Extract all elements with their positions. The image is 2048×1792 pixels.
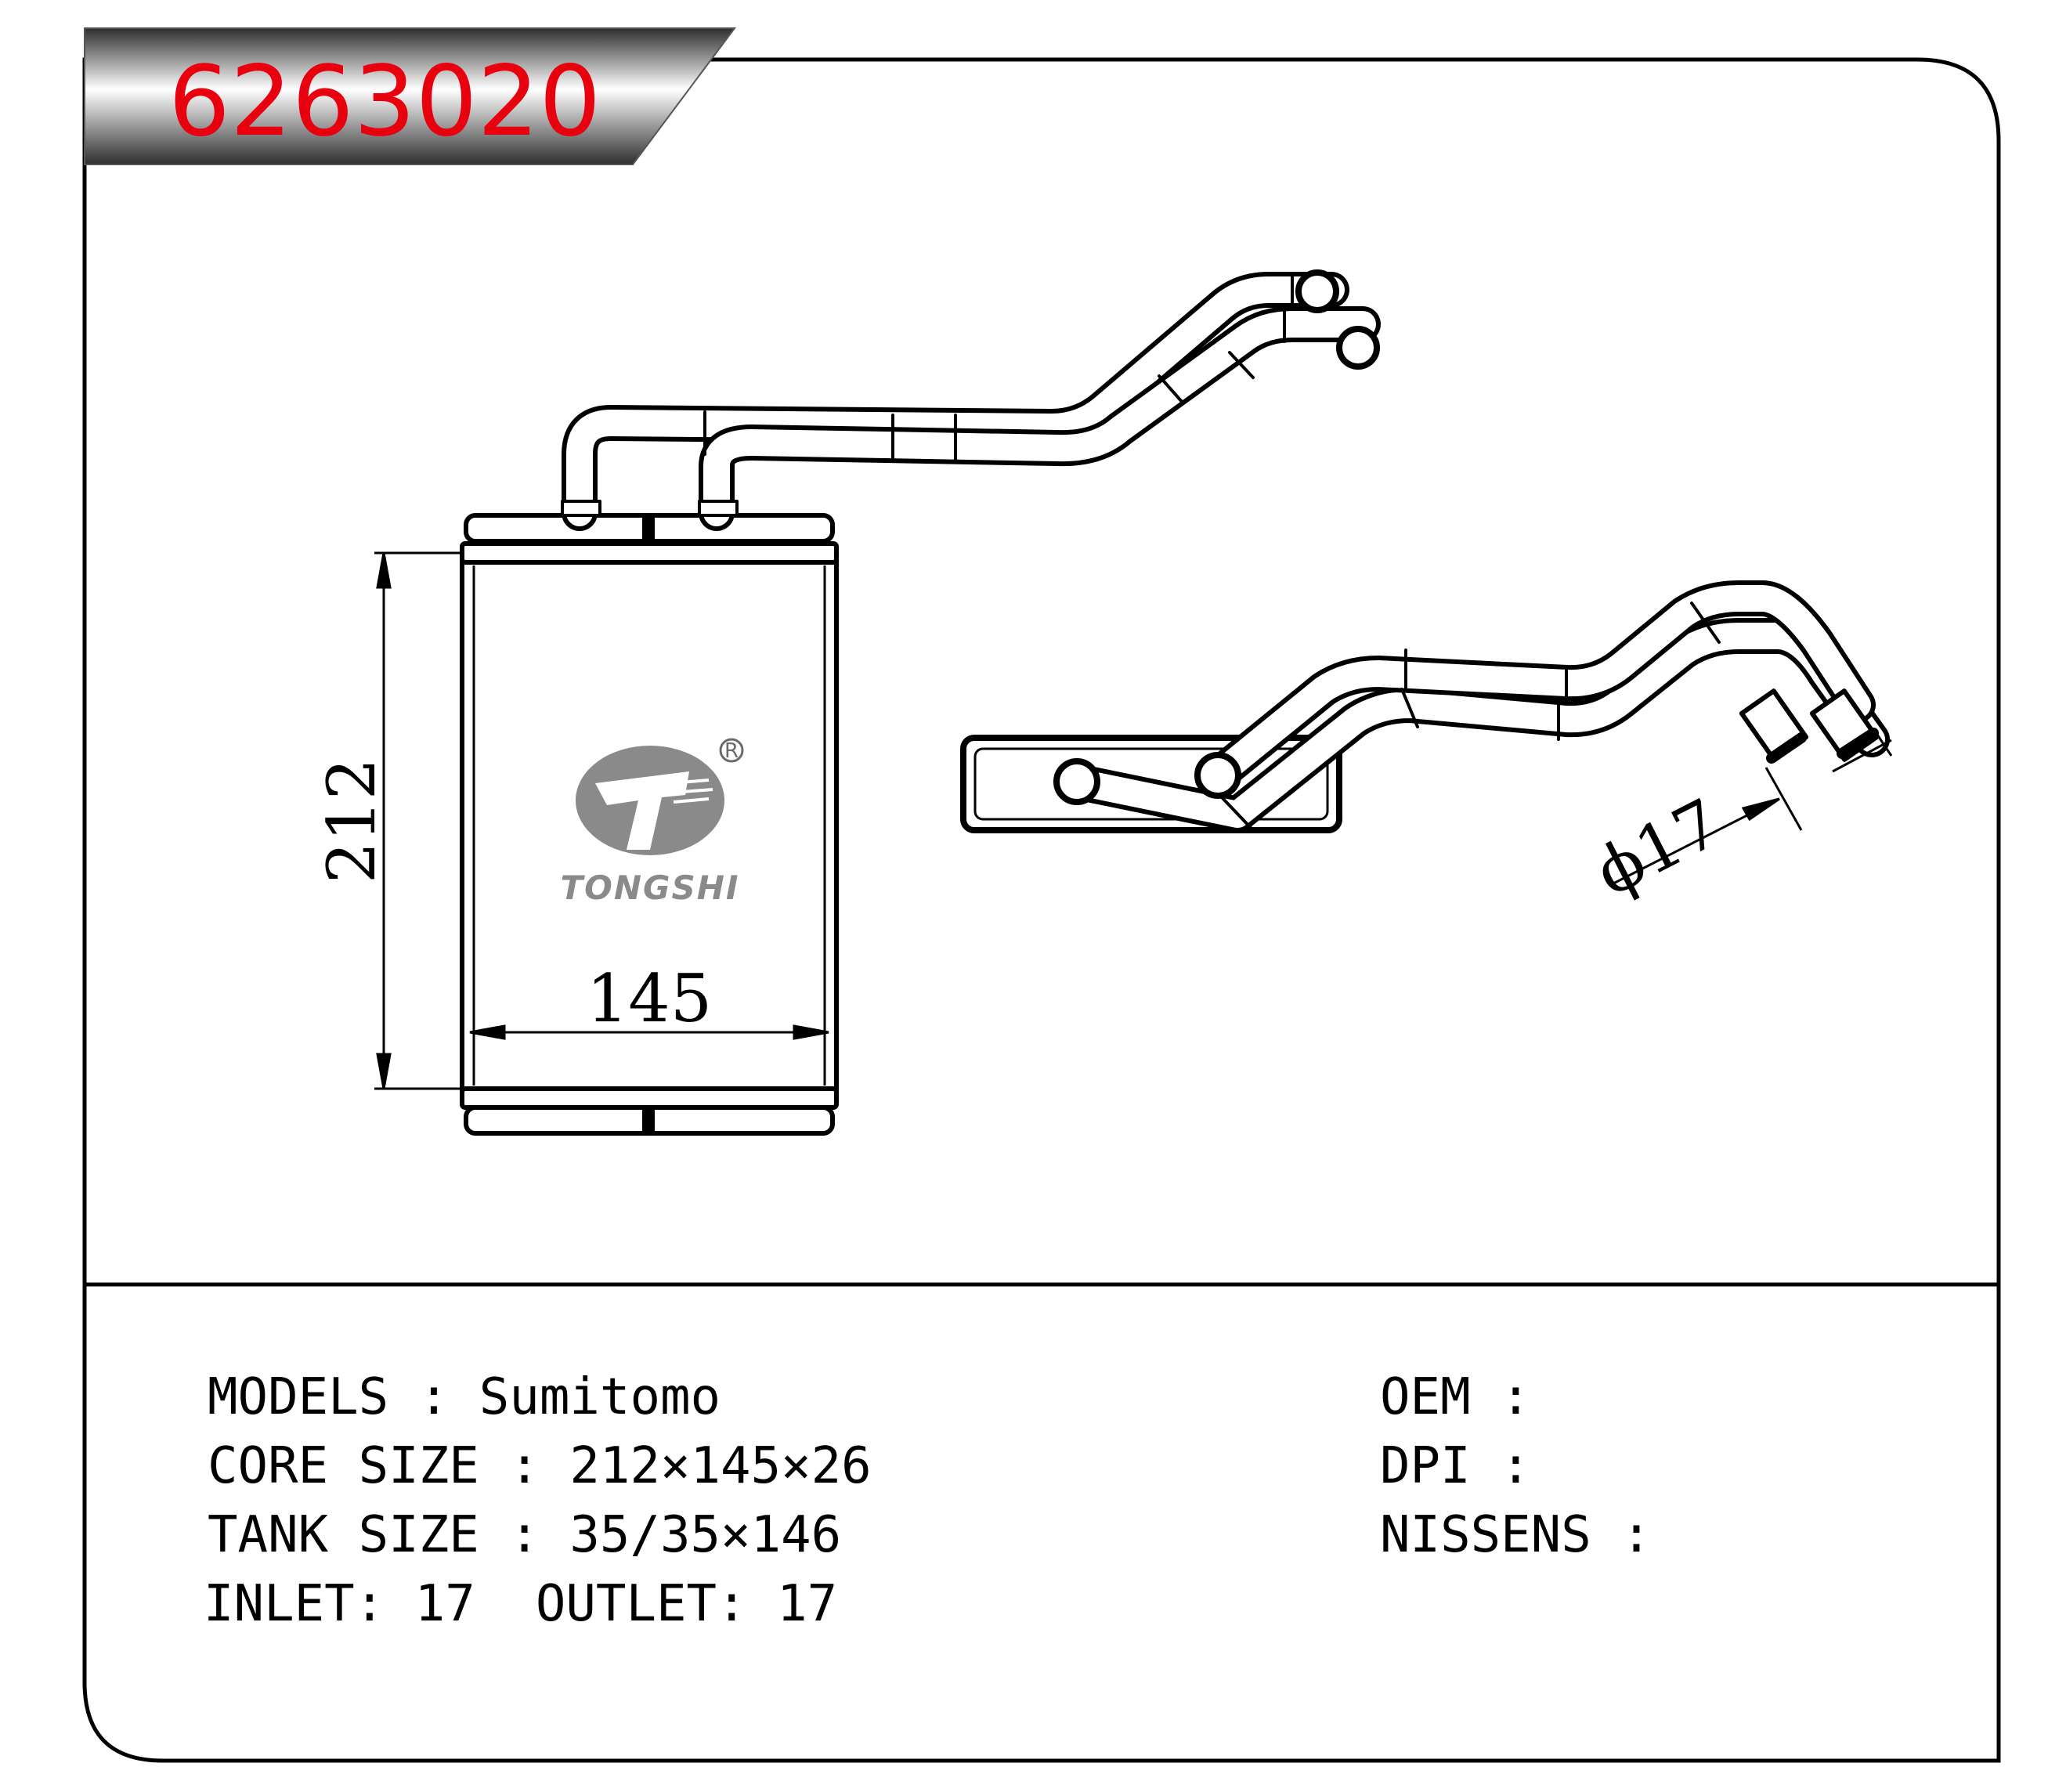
registered-mark: R [724,739,739,763]
spec-separator: : [509,1506,540,1564]
spec-value: 35/35×146 [569,1506,842,1564]
spec-inlet-outlet: INLET: 17 OUTLET: 17 [204,1579,837,1629]
top-pipe-assembly [561,269,1381,531]
inlet-value: 17 [414,1575,475,1633]
heater-core-front-view [460,513,839,1136]
spec-label: CORE SIZE [208,1437,479,1495]
spec-label: TANK SIZE [208,1506,479,1564]
pipe-diameter-label: ϕ17 [1583,784,1732,911]
spec-nissens: NISSENS : [1380,1510,1681,1560]
width-dimension-label: 145 [587,960,712,1037]
spec-separator: : [1621,1506,1652,1564]
spec-label: NISSENS [1380,1506,1591,1564]
tongshi-logo: R TONGSHI [560,738,744,907]
heater-core-side-view [960,580,1890,833]
spec-core-size: CORE SIZE : 212×145×26 [208,1441,872,1491]
height-dimension-label: 212 [313,758,390,883]
bottom-header [460,1086,839,1110]
outlet-label: OUTLET: [535,1575,747,1633]
spec-label: DPI [1380,1437,1471,1495]
spec-models: MODELS : Sumitomo [208,1372,721,1422]
spec-value: Sumitomo [479,1368,721,1426]
spec-separator: : [1501,1368,1531,1426]
bottom-tank [464,1105,835,1136]
spec-separator: : [1501,1437,1531,1495]
outlet-value: 17 [777,1575,838,1633]
top-header [460,541,839,565]
dimension-lines [374,551,1893,1090]
spec-label: OEM [1380,1368,1471,1426]
spec-dpi: DPI : [1380,1441,1561,1491]
part-number: 6263020 [168,45,601,158]
brand-name: TONGSHI [560,869,739,907]
spec-oem: OEM : [1380,1372,1561,1422]
inlet-label: INLET: [204,1575,385,1633]
spec-separator: : [509,1437,540,1495]
spec-value: 212×145×26 [569,1437,872,1495]
spec-tank-size: TANK SIZE : 35/35×146 [208,1510,841,1560]
part-number-banner: 6263020 [84,27,736,165]
spec-label: MODELS [208,1368,389,1426]
sheet-border [82,57,2001,1763]
spec-separator: : [418,1368,450,1426]
